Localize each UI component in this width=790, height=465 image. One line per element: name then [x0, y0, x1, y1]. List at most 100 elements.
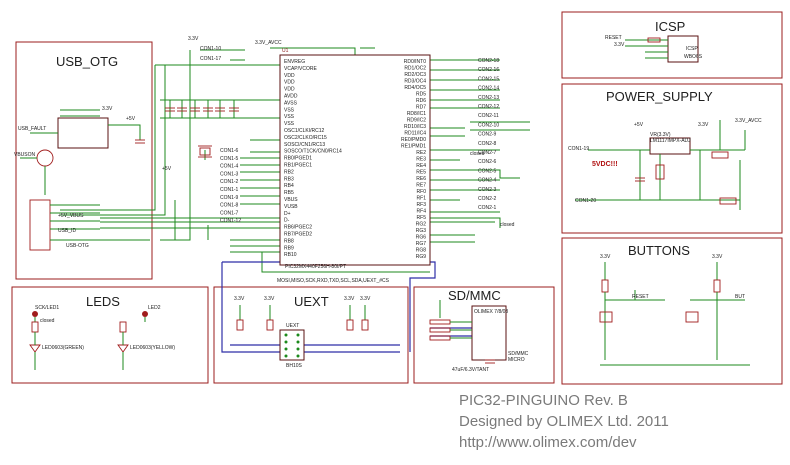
mcu-right-pin: RD0/INT0	[404, 59, 426, 65]
usb-otg-frame	[15, 41, 153, 280]
net-label-right: CON2-13	[478, 95, 499, 101]
mcu-right-pin: RD8/IC1	[407, 111, 426, 117]
mcu-left-pin: VBUS	[284, 197, 298, 203]
mcu-right-pin: RF5	[417, 215, 427, 221]
sd-part-sub: MICRO	[508, 357, 525, 363]
net-label-right: CON2-6	[478, 159, 497, 165]
led2-desc: LED0603(YELLOW)	[130, 345, 175, 351]
mcu-right-pin: RF4	[417, 209, 427, 215]
net-label-left: CON1-3	[220, 171, 239, 177]
usb-5v-label: +5V	[126, 116, 136, 122]
btn-3v3-a: 3.3V	[600, 254, 611, 260]
led2-symbol	[117, 344, 129, 353]
net-label-right: CON2-1	[478, 205, 497, 211]
usb-id-net: USB_ID	[58, 228, 76, 234]
usb-3v3-label: 3.3V	[102, 106, 113, 112]
diode-5v-label: +5V	[162, 166, 172, 172]
net-label-left: CON1-12	[220, 218, 241, 224]
mcu-right-pin: RD9/IC2	[407, 118, 426, 124]
supply-3v3-top: 3.3V	[188, 36, 199, 42]
mcu-left-pin-labels: ENVREGVCAP/VCOREVDDVDDVDDAVDDAVSSVSSVSSV…	[284, 59, 342, 258]
led1-symbol	[29, 344, 41, 353]
net-label-right: CON2-8	[478, 141, 497, 147]
mcu-left-pin: VUSB	[284, 204, 298, 210]
uext-title: UEXT	[294, 294, 329, 309]
power-supply-title: POWER_SUPPLY	[606, 89, 713, 104]
mcu-left-pin: VCAP/VCORE	[284, 66, 317, 72]
vreg-part: LM1117IMPX-ADJ	[650, 138, 691, 144]
sd-mmc-circuit	[429, 300, 507, 364]
mcu-left-pin: RB5	[284, 190, 294, 196]
net-label-left: CON1-4	[220, 164, 239, 170]
buttons-title: BUTTONS	[628, 243, 690, 258]
mcu-right-pin-labels: RD0/INT0RD1/OC2RD2/OC3RD3/OC4RD4/OC5RD5R…	[401, 59, 426, 260]
mcu-right-pin: RF3	[417, 202, 427, 208]
net-label-left: CON1-5	[220, 156, 239, 162]
crystal-q1	[198, 145, 212, 158]
uext-header	[279, 329, 305, 361]
avcc-ferrite	[719, 197, 737, 205]
mcu-right-pin: RD7	[416, 105, 426, 111]
uext-cs-closed: closed	[500, 222, 515, 228]
vreg-name: VR(3.3V)	[650, 132, 671, 138]
sd-card-socket	[471, 305, 507, 361]
mcu-right-pin: RG2	[416, 222, 427, 228]
mcu-right-pin: RD5	[416, 92, 426, 98]
net-label-right: CON2-10	[478, 122, 499, 128]
ps-3v3: 3.3V	[698, 122, 709, 128]
net-label-right: CON2-3	[478, 187, 497, 193]
mcu-right-pin: RD3/OC4	[404, 79, 426, 85]
net-label-right: CON2-5	[478, 168, 497, 174]
icsp-reset-net: RESET	[605, 35, 622, 41]
left-net-labels: CON1-10CON1-17CON1-6CON1-5CON1-4CON1-3CO…	[200, 46, 241, 224]
voltage-regulator	[649, 137, 691, 155]
net-label-left: CON1-9	[220, 195, 239, 201]
mcu-left-pin: RB3	[284, 176, 294, 182]
adj-resistor	[655, 164, 665, 180]
mcu-left-pin: AVSS	[284, 100, 298, 106]
mcu-left-pin: RB7/PGED2	[284, 232, 312, 238]
power-supply-frame	[561, 83, 783, 234]
led2-jumper	[142, 311, 148, 317]
icsp-part: ICSP	[686, 46, 698, 52]
net-label-left: CON1-10	[200, 46, 221, 52]
mcu-left-pin: VDD	[284, 80, 295, 86]
led2-net: LED2	[148, 305, 161, 311]
mcu-right-pin: RD6	[416, 98, 426, 104]
mcu-left-pin: OSC2/CLKO/RC15	[284, 135, 327, 141]
usb-otg-title: USB_OTG	[56, 54, 118, 69]
net-label-left: CON1-6	[220, 148, 239, 154]
ps-avcc: 3.3V_AVCC	[735, 118, 762, 124]
usb-power-switch-ic	[57, 117, 109, 149]
mcu-right-pin: RG8	[416, 248, 427, 254]
mcu-right-pin: RE2	[416, 150, 426, 156]
vbus-transistor	[36, 149, 54, 167]
mcu-u1	[279, 54, 431, 266]
mcu-right-pin: RG7	[416, 241, 427, 247]
usb-connector-part: USB-OTG	[66, 243, 89, 249]
mcu-right-pin: RG6	[416, 235, 427, 241]
net-label-left: CON1-2	[220, 179, 239, 185]
mcu-left-pin: VDD	[284, 87, 295, 93]
mcu-designator: U1	[282, 48, 289, 54]
mcu-left-pin: D+	[284, 211, 291, 217]
net-label-right: CON2-15	[478, 76, 499, 82]
net-label-right: CON2-4	[478, 178, 497, 184]
net-label-right: CON2-11	[478, 113, 499, 119]
inductor	[711, 151, 729, 159]
mcu-left-pin: SOSCO/T1CK/CN0/RC14	[284, 149, 342, 155]
leds-title: LEDS	[86, 294, 120, 309]
led1-desc: LED0603(GREEN)	[42, 345, 84, 351]
mcu-left-pin: SOSCI/CN1/RC13	[284, 142, 325, 148]
but-pullup	[713, 279, 721, 293]
uext-3v3-a: 3.3V	[234, 296, 245, 302]
icsp-connector	[667, 35, 699, 63]
mcu-right-pin: RF1	[417, 196, 427, 202]
sd-mmc-title: SD/MMC	[448, 288, 501, 303]
net-label-right: CON2-14	[478, 86, 499, 92]
buttons-circuit	[599, 262, 750, 366]
sd-mmc-frame	[413, 286, 555, 384]
con-ext-net: CON1-19	[568, 146, 589, 152]
right-net-labels: CON2-18CON2-16CON2-15CON2-14CON2-13CON2-…	[478, 58, 499, 211]
sd-mfr: OLIMEX 7/8/03	[474, 309, 508, 315]
